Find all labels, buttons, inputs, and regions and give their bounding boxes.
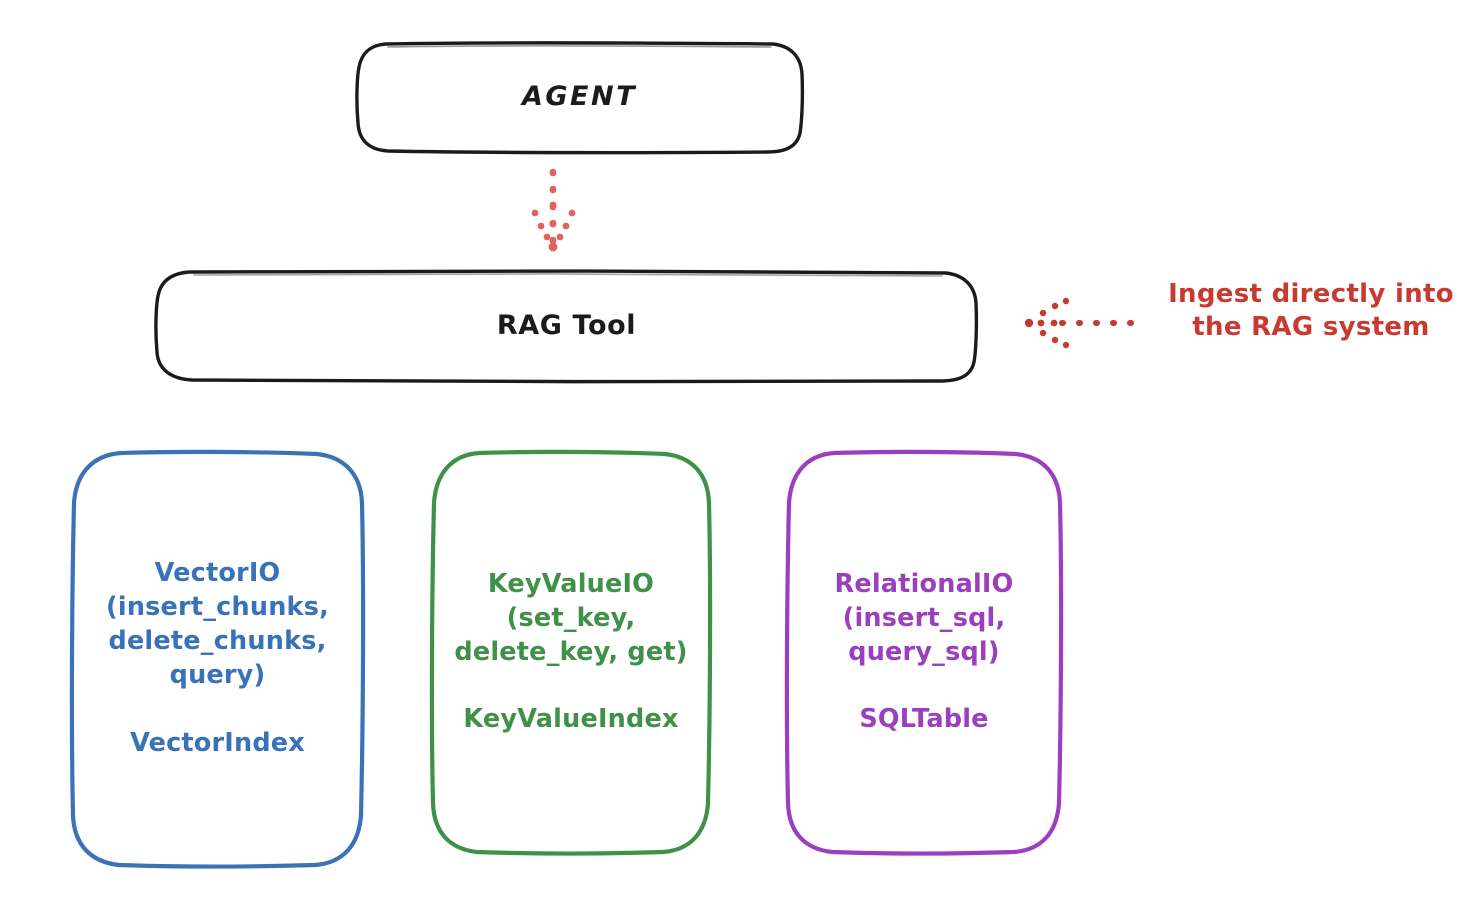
connector-agent-to-rag-tool bbox=[531, 168, 576, 252]
node-rag-tool[interactable]: RAG Tool bbox=[154, 269, 979, 384]
node-key-value-io-label: KeyValueIO (set_key, delete_key, get) Ke… bbox=[454, 568, 688, 735]
connector-ingest-arrow bbox=[1024, 297, 1141, 349]
node-relational-io-label: RelationalIO (insert_sql, query_sql) SQL… bbox=[834, 568, 1014, 735]
node-vector-io[interactable]: VectorIO (insert_chunks, delete_chunks, … bbox=[69, 449, 366, 869]
node-rag-tool-label: RAG Tool bbox=[496, 309, 637, 341]
node-vector-io-label: VectorIO (insert_chunks, delete_chunks, … bbox=[106, 558, 329, 758]
node-agent[interactable]: AGENT bbox=[355, 41, 805, 155]
node-relational-io[interactable]: RelationalIO (insert_sql, query_sql) SQL… bbox=[784, 449, 1064, 856]
node-agent-label: AGENT bbox=[521, 81, 637, 113]
annotation-ingest-text: Ingest directly into the RAG system bbox=[1168, 279, 1454, 343]
node-key-value-io[interactable]: KeyValueIO (set_key, delete_key, get) Ke… bbox=[429, 449, 713, 856]
